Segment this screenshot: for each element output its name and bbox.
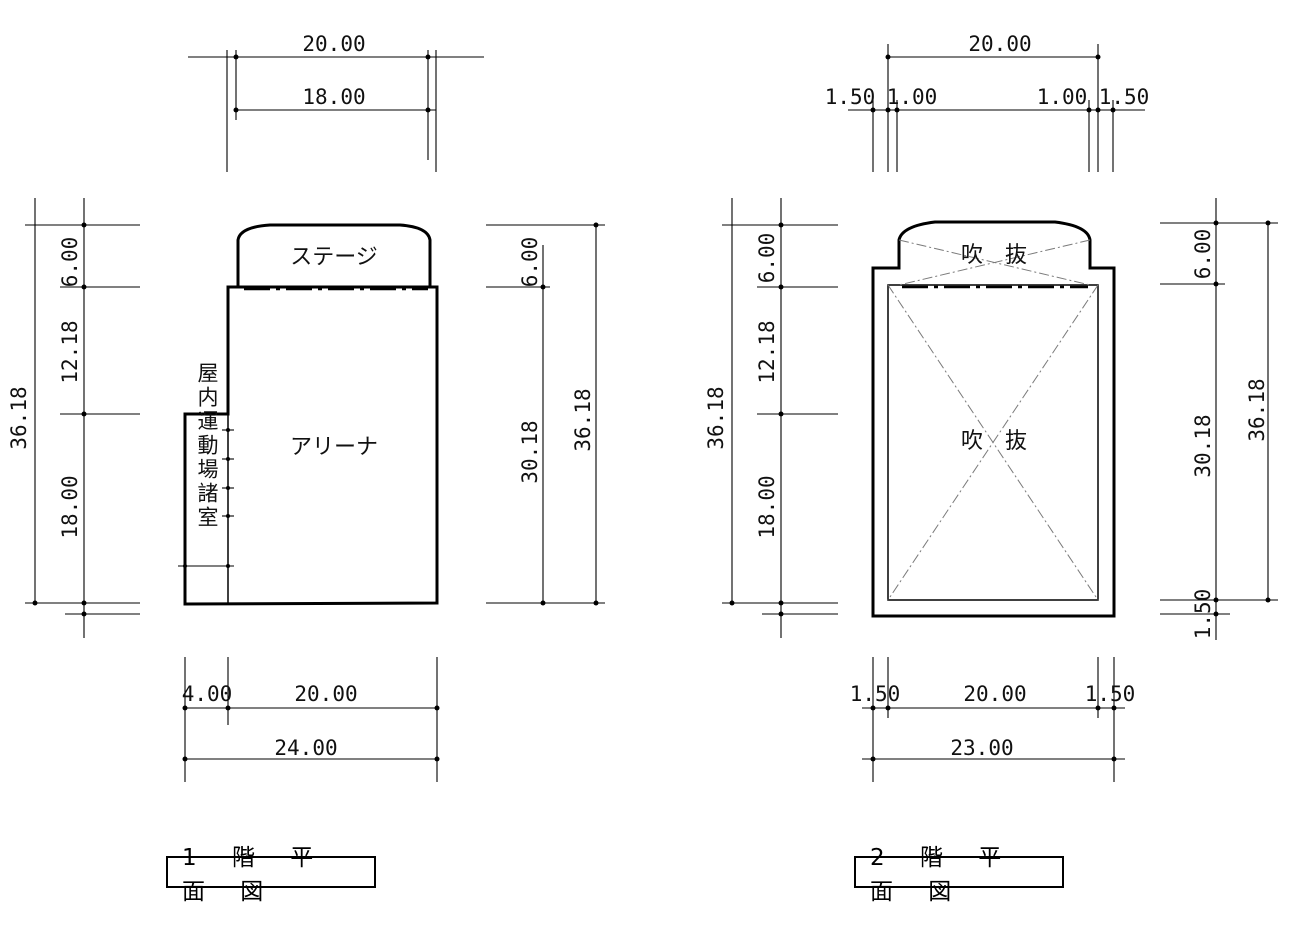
dim-left-c: 18.00 (58, 475, 82, 538)
dim2-top-r1: 1.00 (1037, 85, 1088, 109)
dim-bottom-total: 24.00 (274, 736, 337, 760)
dim-right-a: 6.00 (518, 237, 542, 288)
room-stage: ステージ (290, 245, 378, 270)
dim2-right-b: 30.18 (1191, 414, 1215, 477)
floor2-right-dimensions: 6.00 30.18 36.18 1.50 (1160, 198, 1278, 640)
dim2-top-l1: 1.50 (825, 85, 876, 109)
floor2-bottom-dimensions: 1.50 20.00 1.50 23.00 (850, 657, 1136, 782)
room-annex: 屋内運動場諸室 (195, 362, 219, 530)
floor2-left-dimensions: 36.18 6.00 12.18 18.00 (704, 198, 838, 638)
dim2-bottom-a: 1.50 (850, 682, 901, 706)
floor2-top-dimensions: 20.00 1.50 1.00 1.00 1.50 (825, 32, 1150, 172)
dim-right-b: 30.18 (518, 420, 542, 483)
floor1-plan: 20.00 18.00 36.18 6.00 12.18 18.00 (7, 32, 605, 782)
room-arena: アリーナ (290, 435, 378, 460)
dim-top-inner: 18.00 (302, 85, 365, 109)
dim2-bottom-b: 20.00 (963, 682, 1026, 706)
dim2-left-c: 18.00 (755, 475, 779, 538)
floor2-plan: 20.00 1.50 1.00 1.00 1.50 36.18 6.00 12.… (704, 32, 1278, 782)
dim-top-outer: 20.00 (302, 32, 365, 56)
floor2-outline (871, 220, 1116, 618)
dim2-left-b: 12.18 (755, 320, 779, 383)
floor1-right-dimensions: 6.00 30.18 36.18 (486, 222, 605, 606)
room-void-top: 吹 抜 (961, 243, 1027, 268)
dim-left-total: 36.18 (7, 386, 31, 449)
floor1-bottom-dimensions: 4.00 20.00 24.00 (182, 657, 440, 782)
floor1-title: 1 階 平 面 図 (166, 845, 376, 905)
dim2-left-a: 6.00 (755, 233, 779, 284)
dim2-bottom-total: 23.00 (950, 736, 1013, 760)
dim2-top-l2: 1.00 (887, 85, 938, 109)
dim2-bottom-c: 1.50 (1085, 682, 1136, 706)
dim2-left-total: 36.18 (704, 386, 728, 449)
dim2-top-r2: 1.50 (1099, 85, 1150, 109)
dim-left-a: 6.00 (58, 237, 82, 288)
dim2-right-a: 6.00 (1191, 229, 1215, 280)
dim-right-total: 36.18 (571, 388, 595, 451)
room-void-main: 吹 抜 (961, 429, 1027, 454)
dim2-top-total: 20.00 (968, 32, 1031, 56)
dim2-right-c: 1.50 (1191, 589, 1215, 640)
dim-left-b: 12.18 (58, 320, 82, 383)
dim-bottom-a: 4.00 (182, 682, 233, 706)
floor1-top-dimensions: 20.00 18.00 (188, 32, 484, 172)
floor2-title: 2 階 平 面 図 (854, 845, 1064, 905)
floor1-outline (178, 223, 439, 606)
dim2-right-total: 36.18 (1245, 378, 1269, 441)
dim-bottom-b: 20.00 (294, 682, 357, 706)
floor1-left-dimensions: 36.18 6.00 12.18 18.00 (7, 198, 140, 638)
